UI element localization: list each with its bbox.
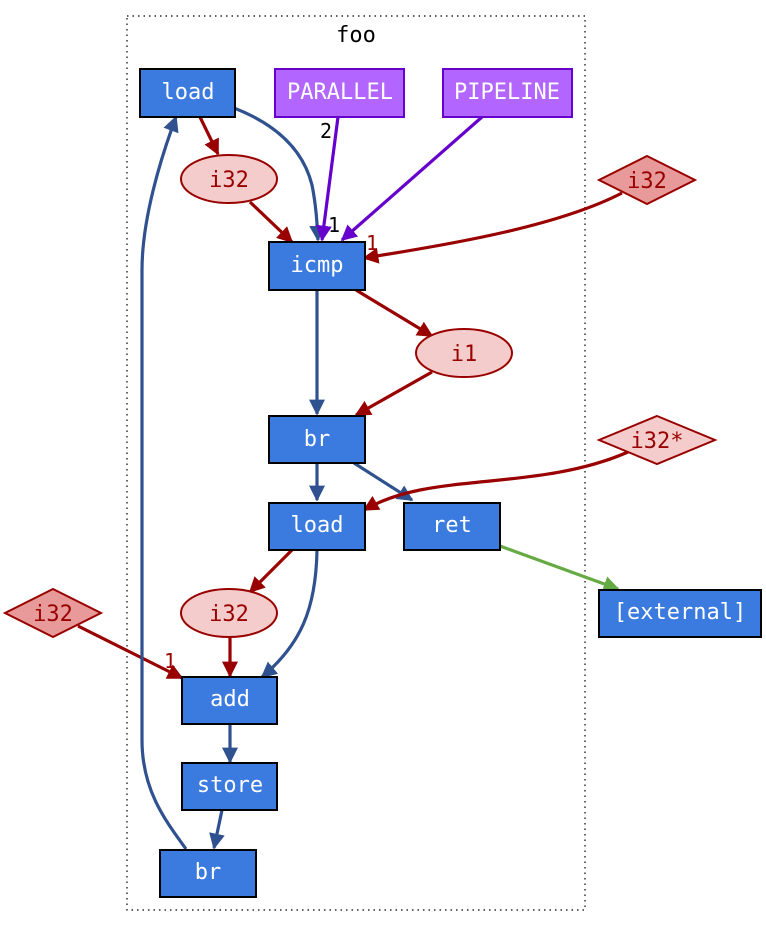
edge-load1-to-i32a — [198, 116, 220, 156]
edge-load2-to-i32b — [248, 548, 294, 594]
edge-label-icmp-left: 1 — [328, 213, 340, 237]
edge-pipeline-to-icmp — [340, 115, 484, 242]
edge-label-add-const: 1 — [164, 649, 176, 673]
edge-labels: 2 1 1 1 — [164, 119, 378, 673]
node-pipeline[interactable]: PIPELINE — [442, 68, 573, 118]
node-load-top-label: load — [162, 80, 215, 105]
node-external-label: [external] — [614, 600, 746, 625]
edge-i32constleft-to-add — [77, 624, 184, 680]
node-value-i1[interactable]: i1 — [415, 328, 513, 378]
node-external[interactable]: [external] — [598, 589, 762, 638]
edge-i32a-to-icmp — [248, 200, 294, 244]
edge-icmp-to-i1 — [355, 288, 434, 338]
edge-i1-to-br1 — [354, 370, 433, 417]
node-icmp-label: icmp — [291, 253, 344, 278]
node-value-i32-top[interactable]: i32 — [180, 154, 278, 204]
node-const-i32-left-label: i32 — [33, 602, 73, 627]
node-const-i32-left[interactable]: i32 — [2, 587, 104, 639]
cluster-foo: foo — [126, 15, 586, 911]
node-br-bottom[interactable]: br — [159, 849, 257, 898]
node-arg-i32ptr[interactable]: i32* — [596, 414, 718, 466]
edge-label-parallel: 2 — [320, 119, 332, 143]
edge-i32ptr-to-load2 — [362, 450, 629, 512]
node-br-bottom-label: br — [195, 860, 222, 885]
edge-load1-to-icmp — [233, 106, 326, 242]
edge-load2-to-add — [260, 549, 319, 679]
edge-label-icmp-right: 1 — [366, 231, 378, 255]
node-parallel-label: PARALLEL — [287, 80, 393, 105]
node-parallel[interactable]: PARALLEL — [274, 68, 405, 118]
node-load-mid[interactable]: load — [268, 502, 366, 551]
node-value-i1-label: i1 — [451, 342, 478, 367]
node-value-i32-top-label: i32 — [209, 168, 249, 193]
node-value-i32-bottom-label: i32 — [209, 602, 249, 627]
node-br-mid-label: br — [304, 427, 331, 452]
node-ret-label: ret — [432, 513, 472, 538]
node-load-mid-label: load — [291, 513, 344, 538]
node-br-mid[interactable]: br — [268, 415, 366, 464]
node-add[interactable]: add — [181, 676, 278, 725]
cluster-title: foo — [336, 23, 376, 48]
edge-ret-to-external — [499, 544, 620, 592]
node-value-i32-bottom[interactable]: i32 — [180, 588, 278, 638]
node-pipeline-label: PIPELINE — [454, 80, 560, 105]
edges — [77, 106, 629, 850]
node-icmp[interactable]: icmp — [268, 241, 366, 291]
node-add-label: add — [210, 687, 250, 712]
node-const-i32-right[interactable]: i32 — [596, 154, 698, 206]
edge-store-to-br2 — [209, 809, 225, 850]
node-store[interactable]: store — [181, 762, 278, 811]
edge-parallel-to-icmp — [315, 116, 340, 242]
node-ret[interactable]: ret — [403, 502, 501, 551]
edge-br2-to-load1 — [140, 115, 188, 850]
node-load-top[interactable]: load — [139, 68, 236, 118]
edge-i32const-to-icmp — [362, 191, 623, 264]
node-const-i32-right-label: i32 — [627, 169, 667, 194]
node-arg-i32ptr-label: i32* — [631, 429, 684, 454]
node-store-label: store — [197, 773, 263, 798]
